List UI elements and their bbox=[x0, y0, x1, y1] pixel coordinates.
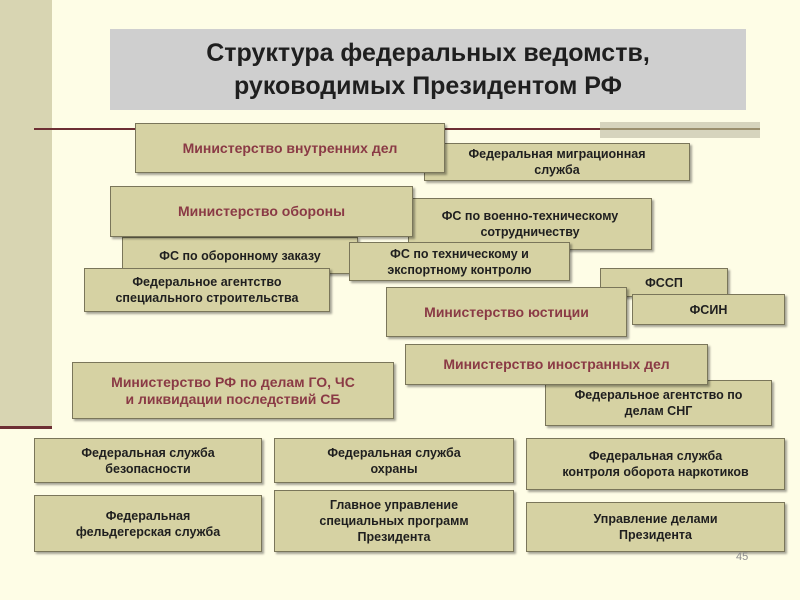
box-ministry-internal-affairs: Министерство внутренних дел bbox=[135, 123, 445, 173]
box-special-programs-directorate: Главное управление специальных программ … bbox=[274, 490, 514, 552]
title-box: Структура федеральных ведомств, руководи… bbox=[110, 29, 746, 110]
box-presidential-affairs: Управление делами Президента bbox=[526, 502, 785, 552]
page-title: Структура федеральных ведомств, руководи… bbox=[206, 38, 650, 100]
right-accent-bar bbox=[600, 122, 760, 138]
left-decor-band bbox=[0, 0, 52, 428]
box-fsin: ФСИН bbox=[632, 294, 785, 325]
box-fs-defense-order: ФС по оборонному заказу bbox=[122, 237, 358, 274]
box-ministry-emergencies: Министерство РФ по делам ГО, ЧС и ликвид… bbox=[72, 362, 394, 419]
box-cis-agency: Федеральное агентство по делам СНГ bbox=[545, 380, 772, 426]
box-fs-military-technical: ФС по военно-техническому сотрудничеству bbox=[408, 198, 652, 250]
left-decor-line bbox=[0, 426, 52, 429]
box-fsb: Федеральная служба безопасности bbox=[34, 438, 262, 483]
box-ministry-justice: Министерство юстиции bbox=[386, 287, 627, 337]
box-fskn: Федеральная служба контроля оборота нарк… bbox=[526, 438, 785, 490]
box-special-construction-agency: Федеральное агентство специального строи… bbox=[84, 268, 330, 312]
box-courier-service: Федеральная фельдегерская служба bbox=[34, 495, 262, 552]
box-ministry-foreign-affairs: Министерство иностранных дел bbox=[405, 344, 708, 385]
box-fso: Федеральная служба охраны bbox=[274, 438, 514, 483]
page-number: 45 bbox=[736, 551, 749, 563]
box-ministry-defense: Министерство обороны bbox=[110, 186, 413, 237]
box-fs-technical-export: ФС по техническому и экспортному контрол… bbox=[349, 242, 570, 281]
box-fms: Федеральная миграционная служба bbox=[424, 143, 690, 181]
right-accent-line bbox=[600, 128, 760, 130]
